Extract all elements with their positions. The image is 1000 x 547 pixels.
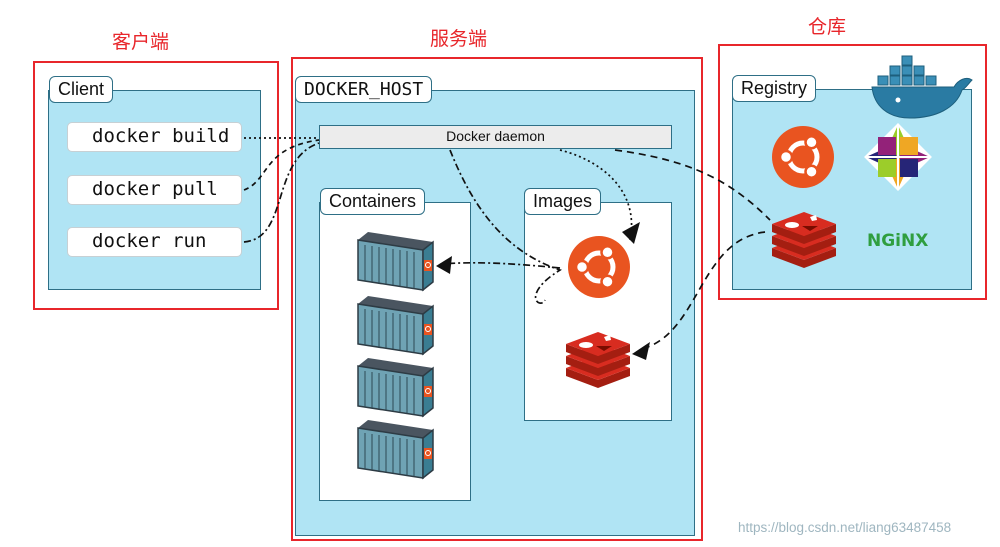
docker-daemon-bar: Docker daemon — [319, 125, 672, 149]
client-section-title: 客户端 — [112, 31, 170, 53]
redis-logo-icon — [566, 332, 630, 388]
registry-section-title: 仓库 — [808, 16, 847, 38]
container-icon — [357, 295, 434, 355]
client-frame — [33, 61, 279, 310]
registry-tab: Registry — [732, 75, 817, 102]
docker-build-command[interactable]: docker build — [67, 122, 242, 152]
registry-frame — [718, 44, 987, 300]
container-icon — [357, 419, 434, 479]
containers-tab: Containers — [320, 188, 426, 215]
docker-run-command[interactable]: docker run — [67, 227, 242, 257]
watermark: https://blog.csdn.net/liang63487458 — [738, 520, 952, 535]
images-tab: Images — [524, 188, 602, 215]
container-icon — [357, 231, 434, 291]
ubuntu-logo-icon — [568, 236, 630, 298]
registry-panel — [732, 89, 972, 290]
container-icon — [357, 357, 434, 417]
client-tab: Client — [49, 76, 114, 103]
ubuntu-logo-icon — [772, 126, 834, 188]
server-frame — [291, 57, 703, 541]
docker-pull-command[interactable]: docker pull — [67, 175, 242, 205]
docker-whale-icon — [871, 55, 973, 119]
redis-logo-icon — [772, 212, 836, 268]
nginx-logo-icon: NGiNX — [867, 231, 928, 251]
docker-host-tab: DOCKER_HOST — [295, 76, 433, 103]
server-section-title: 服务端 — [430, 28, 488, 50]
centos-logo-icon — [864, 123, 932, 191]
